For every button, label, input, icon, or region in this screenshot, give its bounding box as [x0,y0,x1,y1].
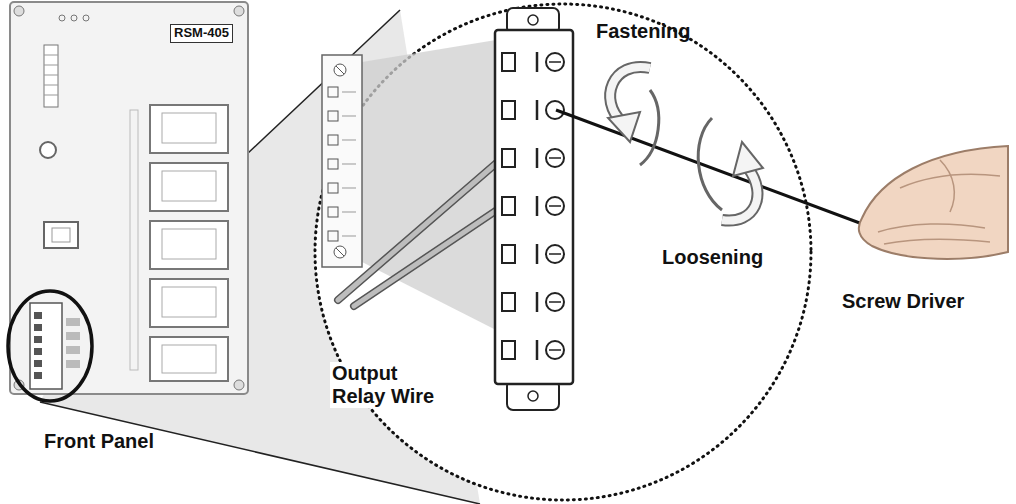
tool-label: Screw Driver [842,290,964,313]
model-name: RSM-405 [170,24,233,43]
action-label: Fastening [596,20,690,43]
screwdriver-shaft [556,110,900,238]
loosening-arrow [698,118,763,221]
terminal-block [495,8,573,410]
hand [859,146,1008,259]
part-label: Output Relay Wire [330,362,452,408]
fastening-arrow [608,67,659,165]
part-label: Front Panel [44,430,154,453]
plug [322,55,362,267]
zoom-circle [315,4,811,500]
relay-wire [338,160,500,306]
action-label: Loosening [662,246,763,269]
highlight-ellipse [8,291,92,401]
device-panel [8,2,248,401]
